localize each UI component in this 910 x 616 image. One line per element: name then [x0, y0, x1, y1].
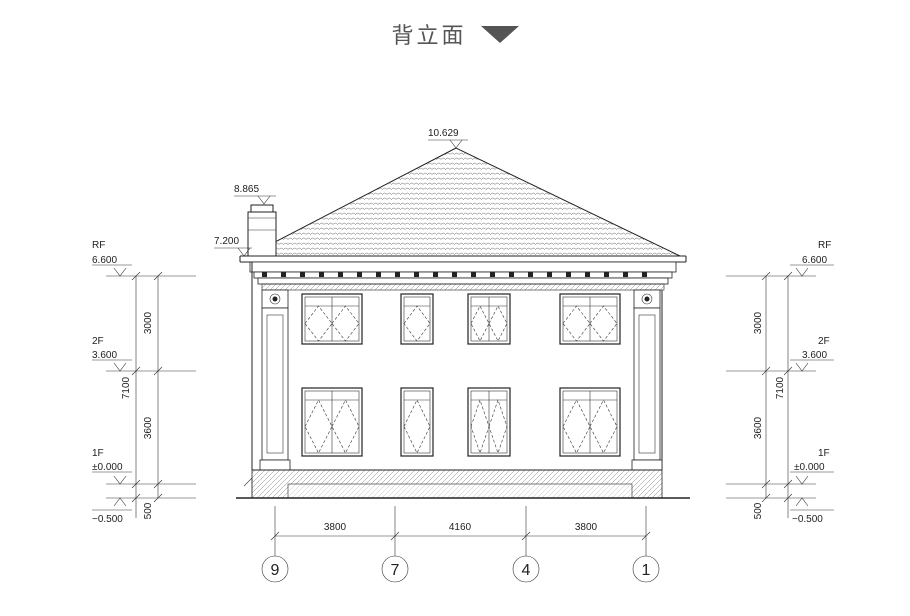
dim-span-3: 3800: [575, 522, 598, 533]
dentil: [642, 272, 647, 277]
dentil: [395, 272, 400, 277]
right-2f-label: 2F: [818, 336, 830, 347]
axis-label-7: 7: [391, 562, 400, 579]
dentil: [281, 272, 286, 277]
dentil: [490, 272, 495, 277]
right-dim-upper: 3000: [753, 311, 764, 334]
dentil: [509, 272, 514, 277]
axis-label-1: 1: [642, 562, 651, 579]
dentil: [585, 272, 590, 277]
dentil: [376, 272, 381, 277]
dentil: [528, 272, 533, 277]
left-1f-label: 1F: [92, 448, 104, 459]
left-dim-middle: 3600: [143, 416, 154, 439]
window: [301, 293, 363, 345]
dim-span-2: 4160: [449, 522, 472, 533]
right-2f-value: 3.600: [802, 350, 827, 361]
dentil: [414, 272, 419, 277]
dentil: [300, 272, 305, 277]
window: [467, 387, 511, 457]
left-2f-value: 3.600: [92, 350, 117, 361]
page-title: 背立面: [391, 24, 467, 49]
dentil: [262, 272, 267, 277]
window: [559, 387, 621, 457]
right-rf-label: RF: [818, 240, 831, 251]
left-dim-upper: 3000: [143, 311, 154, 334]
roof-peak-value: 10.629: [428, 128, 459, 139]
dentil: [566, 272, 571, 277]
horizontal-dimensions: 3800 4160 3800: [270, 506, 651, 556]
right-dim-base: 500: [753, 502, 764, 519]
chimney-top-value: 8.865: [234, 184, 259, 195]
wall: [251, 262, 663, 470]
dentil: [452, 272, 457, 277]
left-vertical-dimensions: 3000 3600 7100 500: [121, 271, 163, 519]
elevation-eave: 7.200: [214, 236, 252, 257]
right-vertical-dimensions: 3000 3600 7100 500: [753, 271, 793, 519]
title-block: 背立面: [0, 18, 910, 50]
axis-markers: 9 7 4 1: [261, 555, 660, 583]
right-1f-label: 1F: [818, 448, 830, 459]
dentil: [338, 272, 343, 277]
window: [400, 387, 434, 457]
right-rf-value: 6.600: [802, 255, 827, 266]
window: [559, 293, 621, 345]
left-1f-value: ±0.000: [92, 462, 123, 473]
dentil: [357, 272, 362, 277]
axis-label-4: 4: [522, 562, 531, 579]
right-ground-value: −0.500: [792, 514, 823, 525]
dentil: [319, 272, 324, 277]
cornice: [249, 261, 677, 291]
left-ground-value: −0.500: [92, 514, 123, 525]
window: [467, 293, 511, 345]
left-dim-base: 500: [143, 502, 154, 519]
plinth: [236, 469, 690, 499]
right-1f-value: ±0.000: [794, 462, 825, 473]
dentil: [547, 272, 552, 277]
dentil: [604, 272, 609, 277]
right-level-markers: RF 6.600 2F 3.600 1F ±0.000 −0.500: [726, 240, 834, 525]
dentil: [433, 272, 438, 277]
dim-span-1: 3800: [324, 522, 347, 533]
window: [301, 387, 363, 457]
pilaster-right: [631, 289, 663, 471]
pilaster-left: [259, 289, 291, 471]
left-level-markers: RF 6.600 2F 3.600 1F ±0.000 −0.500: [92, 240, 196, 525]
dentil: [471, 272, 476, 277]
right-dim-middle: 3600: [753, 416, 764, 439]
left-2f-label: 2F: [92, 336, 104, 347]
right-dim-total: 7100: [775, 376, 786, 399]
left-dim-total: 7100: [121, 376, 132, 399]
triangle-down-icon: [480, 25, 519, 43]
windows: [301, 293, 621, 457]
left-rf-label: RF: [92, 240, 105, 251]
elevation-chimney-top: 8.865: [234, 184, 276, 205]
roof: [239, 147, 687, 263]
chimney: [247, 204, 277, 257]
axis-label-9: 9: [271, 562, 280, 579]
dentil: [623, 272, 628, 277]
left-rf-value: 6.600: [92, 255, 117, 266]
eave-value: 7.200: [214, 236, 239, 247]
elevation-roof-peak: 10.629: [428, 128, 468, 149]
window: [400, 293, 434, 345]
